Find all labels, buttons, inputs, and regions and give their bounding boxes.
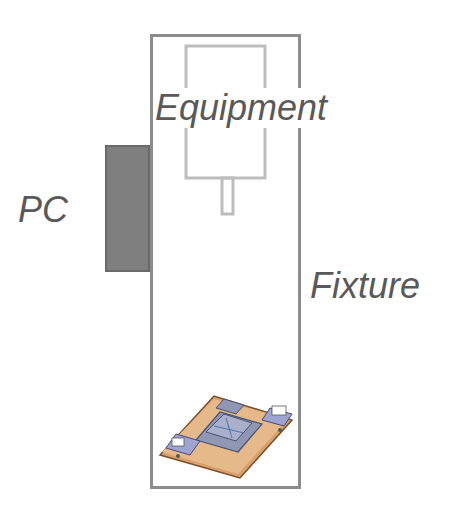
fixture-label: Fixture bbox=[310, 266, 420, 306]
equipment-label: Equipment bbox=[155, 88, 327, 128]
equipment-probe bbox=[222, 178, 233, 214]
pc-unit bbox=[105, 145, 150, 272]
pc-box: PC bbox=[14, 145, 150, 272]
pc-label: PC bbox=[18, 190, 68, 230]
fixture-board bbox=[160, 396, 292, 478]
